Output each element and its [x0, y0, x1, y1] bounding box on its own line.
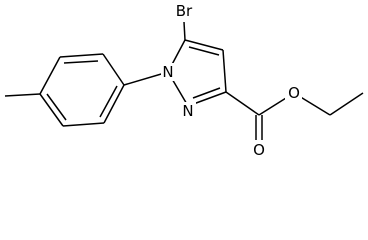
bond-ar-2 [59, 53, 104, 58]
bond-methyl [4, 93, 41, 97]
bond-c5-br [183, 21, 186, 41]
bond-c5-c4-inner [188, 46, 220, 56]
bond-ar-3 [39, 56, 61, 95]
atom-o-ester: O [288, 84, 300, 102]
pyrazole-ring [167, 39, 227, 107]
bond-ar-inner-b [46, 93, 67, 121]
bond-ar-inner-a [63, 60, 99, 64]
bond-n1-ipso [123, 71, 169, 86]
atom-n2: N [182, 102, 193, 120]
bond-ch2-ch3 [329, 92, 364, 116]
atom-n1: N [162, 63, 173, 81]
tolyl-ring [4, 53, 169, 127]
atom-br: Br [176, 2, 193, 20]
bond-c3-n2-inner [192, 87, 221, 99]
bond-ar-6 [103, 84, 125, 124]
bond-ar-4 [39, 93, 64, 127]
structural-formula: Br N N O O [4, 2, 364, 159]
bond-c3-ccarbonyl [225, 91, 260, 116]
bond-c4-c3 [222, 49, 227, 93]
bond-ar-inner-c [99, 85, 118, 118]
bond-c5-c4 [184, 39, 224, 51]
atom-o-carbonyl: O [253, 141, 265, 159]
bond-ar-5 [62, 122, 105, 127]
bond-ar-1 [102, 53, 125, 86]
